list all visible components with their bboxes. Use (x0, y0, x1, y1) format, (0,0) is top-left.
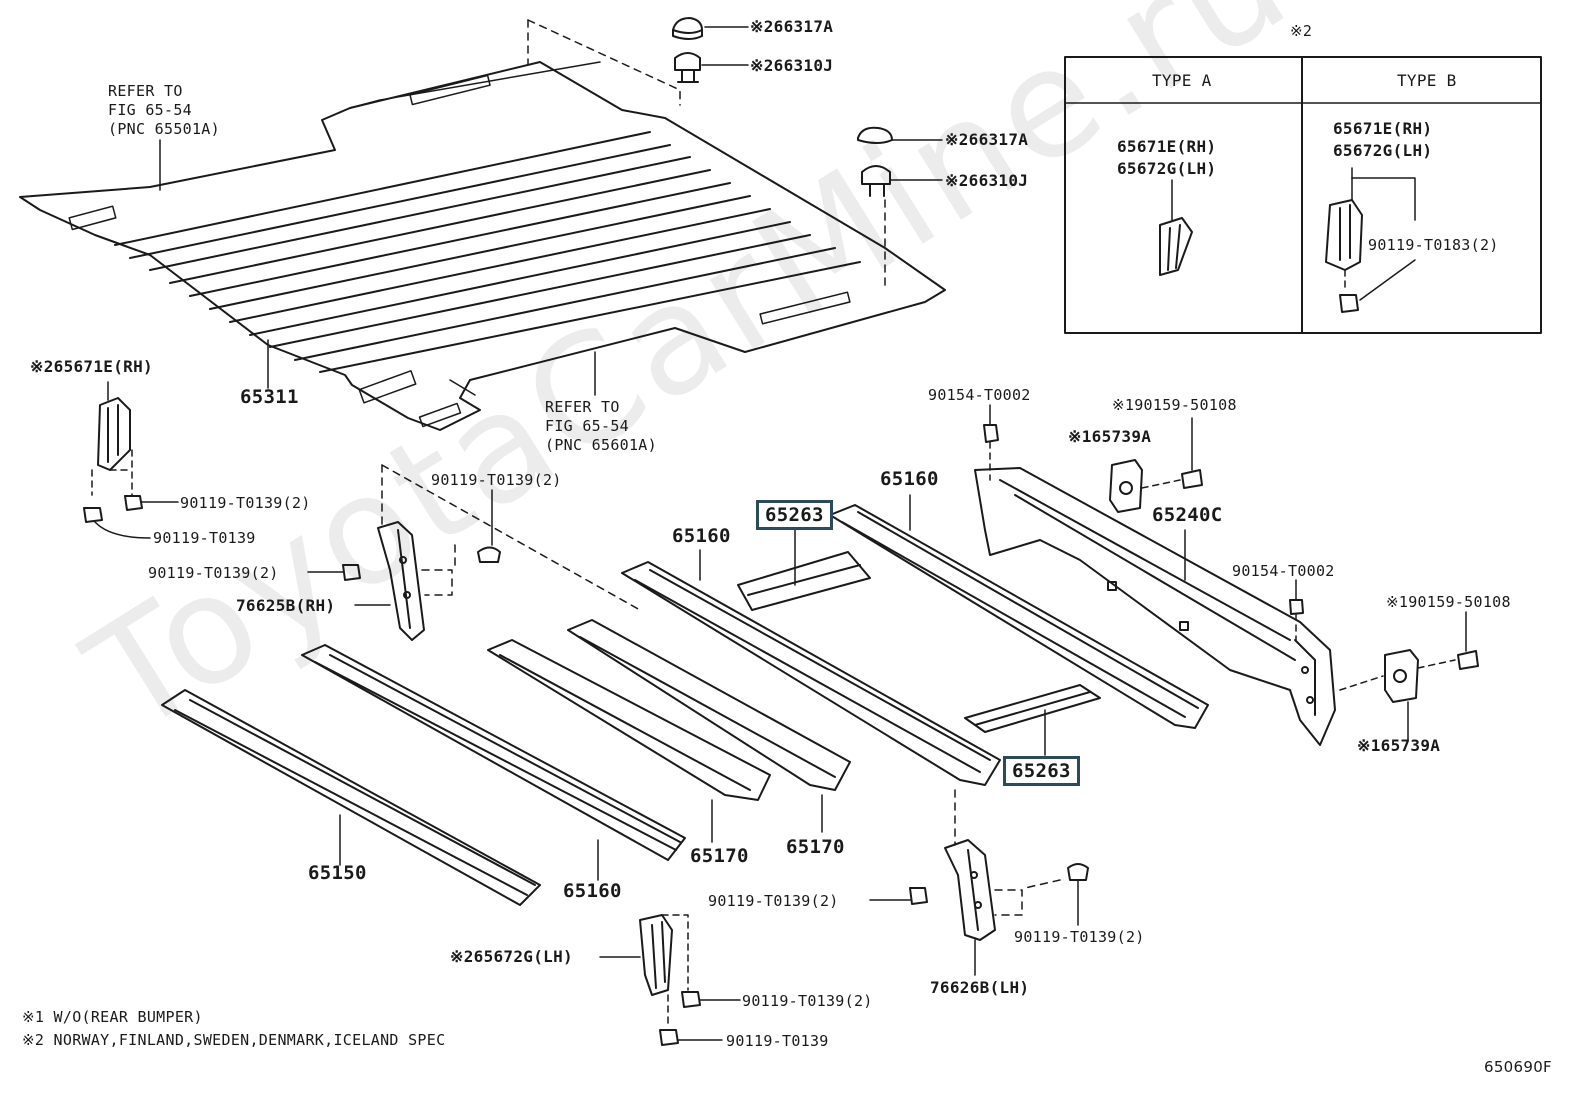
inset-b-part-rh: 65671E(RH) (1333, 119, 1433, 138)
bolt-65672g-b (659, 1029, 679, 1046)
plate-65739a-top (1109, 459, 1181, 513)
bolt-65672g-a (681, 991, 701, 1008)
crossmember-65263-bottom (964, 684, 1101, 733)
inset-box (1064, 56, 1542, 334)
label-65739a-top: ※165739A (1068, 427, 1152, 446)
footnote-2: ※2 NORWAY,FINLAND,SWEDEN,DENMARK,ICELAND… (22, 1031, 446, 1049)
cap-66317a-top (672, 17, 703, 40)
plate-65739a-right (1339, 649, 1456, 741)
label-bolt-90119-c: 90119-T0139(2) (431, 471, 562, 489)
refer-top-line2: FIG 65-54 (108, 101, 192, 119)
label-65311: 65311 (240, 386, 299, 408)
inset-b-part-lh: 65672G(LH) (1333, 141, 1433, 160)
figure-code: 650690F (1484, 1058, 1552, 1076)
floor-panel-65311 (19, 61, 946, 431)
bolt-90159-right (1457, 611, 1479, 670)
inset-header-type-a: TYPE A (1152, 71, 1212, 90)
refer-bottom-line1: REFER TO (545, 398, 620, 416)
label-66317a-top: ※266317A (750, 17, 834, 36)
bolt-76625b-left (342, 564, 361, 581)
bracket-65671e-main (97, 381, 131, 471)
inset-bracket-type-a (1159, 179, 1193, 276)
inset-header-type-b: TYPE B (1397, 71, 1457, 90)
label-65240c: 65240C (1152, 504, 1223, 526)
label-65170-b: 65170 (786, 836, 845, 858)
bolt-left-a (124, 495, 143, 511)
label-65671e-main: ※265671E(RH) (30, 357, 153, 376)
inset-bracket-type-b (1325, 167, 1416, 293)
label-66317a-right: ※266317A (945, 130, 1029, 149)
footnote-1: ※1 W/O(REAR BUMPER) (22, 1008, 203, 1026)
label-bolt-90119-b: 90119-T0139 (153, 529, 256, 547)
bracket-76626b (944, 839, 996, 941)
label-65150: 65150 (308, 862, 367, 884)
bolt-76625b-right (477, 546, 501, 563)
label-bolt-90119-a: 90119-T0139(2) (180, 494, 311, 512)
inset-b-bolt: 90119-T0183(2) (1368, 236, 1499, 254)
bolt-90159-top (1181, 417, 1203, 489)
label-bolt-90119-f: 90119-T0139(2) (1014, 928, 1145, 946)
label-66310j-top: ※266310J (750, 56, 834, 75)
rail-65150 (161, 689, 541, 906)
label-76625b: 76625B(RH) (236, 596, 336, 615)
label-bolt-90119-h: 90119-T0139 (726, 1032, 829, 1050)
refer-top-line3: (PNC 65501A) (108, 120, 220, 138)
bracket-65672g-main (639, 914, 673, 996)
label-66310j-right: ※266310J (945, 171, 1029, 190)
label-bolt-90119-d: 90119-T0139(2) (148, 564, 279, 582)
label-90159-right: ※190159-50108 (1386, 593, 1511, 611)
rail-65170-a (487, 639, 771, 801)
bolt-76626b-left (909, 887, 928, 905)
label-65170-a: 65170 (690, 845, 749, 867)
refer-bottom-line2: FIG 65-54 (545, 417, 629, 435)
label-65263-bottom: 65263 (1003, 756, 1080, 786)
inset-a-part-rh: 65671E(RH) (1117, 137, 1217, 156)
rail-65170-b (567, 619, 851, 791)
label-65160-bottom: 65160 (563, 880, 622, 902)
label-bolt-90119-g: 90119-T0139(2) (742, 992, 873, 1010)
label-65739a-right: ※165739A (1357, 736, 1441, 755)
bolt-90154-right (1289, 579, 1304, 641)
rail-65160-top (829, 504, 1209, 729)
label-76626b: 76626B(LH) (930, 978, 1030, 997)
label-90154-top: 90154-T0002 (928, 386, 1031, 404)
inset-bolt (1339, 259, 1416, 313)
label-65672g-main: ※265672G(LH) (450, 947, 573, 966)
bolt-left-b (83, 507, 103, 523)
label-90154-right: 90154-T0002 (1232, 562, 1335, 580)
hook-66310j-right (861, 165, 891, 197)
bolt-90154-top (983, 404, 999, 481)
rail-65160-bottom (301, 644, 686, 861)
label-65160-middle: 65160 (672, 525, 731, 547)
bolt-76626b-right (1067, 863, 1089, 881)
hook-66310j-top (674, 52, 701, 83)
refer-bottom-line3: (PNC 65601A) (545, 436, 657, 454)
inset-a-part-lh: 65672G(LH) (1117, 159, 1217, 178)
refer-top-line1: REFER TO (108, 82, 183, 100)
label-65263-top: 65263 (756, 500, 833, 530)
label-bolt-90119-e: 90119-T0139(2) (708, 892, 839, 910)
crossmember-65240c (974, 467, 1336, 746)
inset-marker: ※2 (1290, 22, 1313, 40)
rail-65160-middle (621, 561, 1001, 786)
label-90159-top: ※190159-50108 (1112, 396, 1237, 414)
cap-66317a-right (857, 126, 893, 144)
label-65160-top: 65160 (880, 468, 939, 490)
crossmember-65263-top (737, 551, 871, 611)
bracket-76625b (377, 521, 425, 641)
